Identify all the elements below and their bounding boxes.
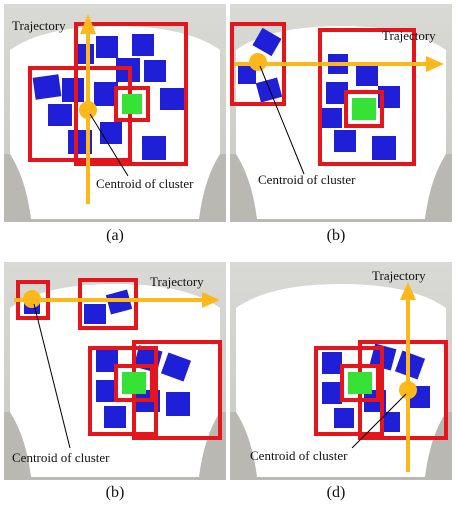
object-block (334, 408, 354, 428)
centroid-label: Centroid of cluster (258, 172, 355, 188)
object-block (334, 130, 356, 152)
panel-b-top: Trajectory Centroid of cluster (230, 4, 452, 222)
object-block (322, 382, 342, 404)
object-block (356, 64, 378, 86)
object-block (372, 136, 396, 160)
trajectory-label: Trajectory (12, 18, 66, 34)
centroid-marker (399, 381, 417, 399)
centroid-label: Centroid of cluster (250, 448, 347, 464)
centroid-label: Centroid of cluster (96, 176, 193, 192)
trajectory-label: Trajectory (150, 274, 204, 290)
trajectory-label: Trajectory (372, 268, 426, 284)
object-block (84, 304, 106, 324)
panel-a: Trajectory Centroid of cluster (4, 4, 226, 222)
object-block (104, 406, 126, 428)
panel-d: Trajectory Centroid of cluster (230, 262, 452, 480)
target-object (122, 94, 142, 114)
object-block (166, 392, 190, 416)
panel-b-bottom: Trajectory Centroid of cluster (4, 262, 226, 480)
target-object (348, 372, 372, 394)
caption-a: (a) (95, 227, 135, 245)
caption-b-bottom: (b) (95, 484, 135, 502)
centroid-marker (79, 101, 97, 119)
centroid-label: Centroid of cluster (12, 450, 109, 466)
object-block (100, 122, 122, 144)
object-block (320, 108, 342, 128)
object-block (142, 136, 166, 160)
object-block (33, 74, 62, 99)
object-block (132, 34, 154, 56)
caption-b-top: (b) (316, 227, 356, 245)
panel-b-bottom-drawing (4, 262, 226, 480)
centroid-marker (23, 290, 41, 308)
trajectory-label: Trajectory (382, 28, 436, 44)
centroid-marker (249, 53, 267, 71)
object-block (48, 104, 72, 126)
object-block (144, 60, 166, 82)
object-block (96, 36, 118, 58)
target-object (352, 98, 376, 120)
object-block (322, 352, 342, 374)
object-block (96, 380, 116, 402)
target-object (122, 372, 146, 394)
caption-d: (d) (316, 484, 356, 502)
object-block (160, 88, 184, 110)
object-block (62, 78, 84, 102)
